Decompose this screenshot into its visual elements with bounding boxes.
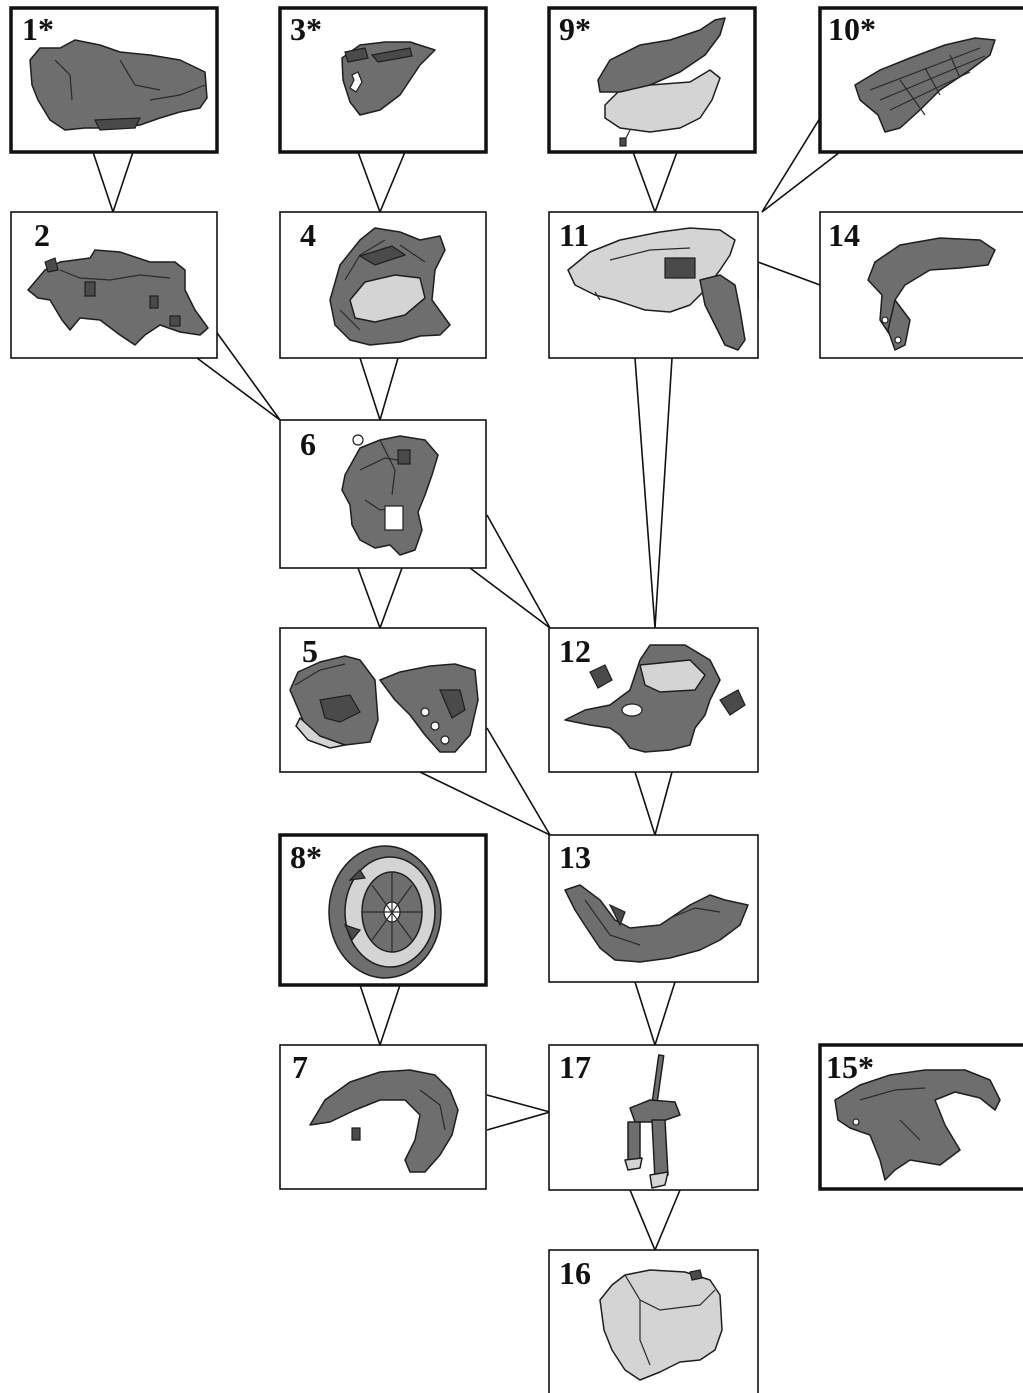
label-4: 4 [300, 217, 316, 253]
front-mudguard-icon [309, 1069, 459, 1173]
label-16: 16 [559, 1255, 591, 1291]
box-14 [819, 211, 1023, 359]
inner-shield-icon [341, 434, 439, 556]
label-2: 2 [34, 217, 50, 253]
label-14: 14 [828, 217, 860, 253]
label-3: 3* [290, 11, 322, 47]
lower-skirt-icon [564, 884, 749, 963]
seat-icon [597, 17, 726, 147]
label-7: 7 [292, 1049, 308, 1085]
regular-boxes [10, 211, 1023, 1393]
front-wheel-icon [328, 845, 442, 979]
label-11: 11 [559, 217, 589, 253]
part-labels: 1* 3* 9* 10* 2 4 11 14 6 5 12 8* 13 7 17… [22, 11, 876, 1291]
side-panels-icon [289, 655, 479, 753]
starred-boxes [9, 6, 1023, 1191]
label-9: 9* [559, 11, 591, 47]
front-shield-icon [329, 227, 451, 346]
label-5: 5 [302, 633, 318, 669]
label-17: 17 [559, 1049, 591, 1085]
rear-mudguard-icon [834, 1069, 1001, 1181]
label-15: 15* [826, 1049, 874, 1085]
front-fork-icon [624, 1054, 681, 1189]
rear-grid-panel-icon [854, 37, 996, 133]
label-6: 6 [300, 426, 316, 462]
storage-compartment-icon [599, 1269, 723, 1381]
inner-front-cover-icon [27, 249, 209, 346]
grab-rail-icon [867, 237, 996, 351]
label-12: 12 [559, 633, 591, 669]
label-8: 8* [290, 839, 322, 875]
label-1: 1* [22, 11, 54, 47]
seat-cover-icon [29, 39, 208, 131]
floor-panel-icon [564, 644, 746, 753]
label-13: 13 [559, 839, 591, 875]
label-10: 10* [828, 11, 876, 47]
front-emblem-panel-icon [341, 41, 436, 116]
rear-body-cover-icon [567, 227, 746, 351]
